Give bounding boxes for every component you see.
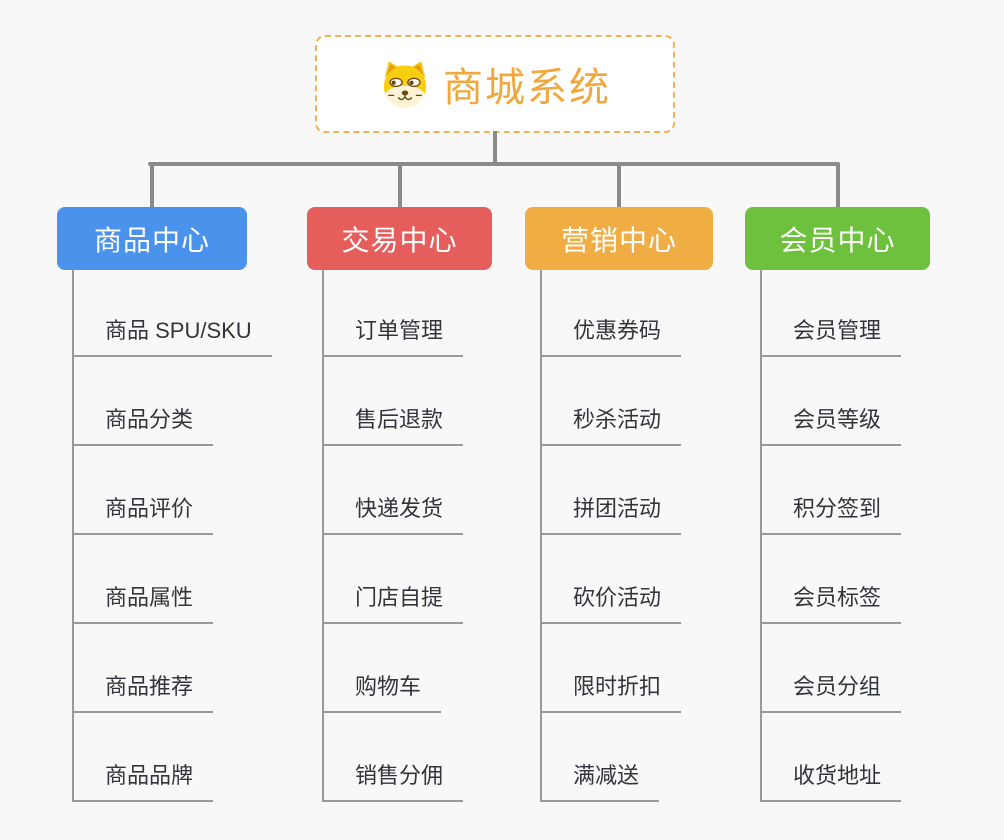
child-node[interactable]: 积分签到 [760,494,902,535]
branch-children: 会员管理会员等级积分签到会员标签会员分组收货地址 [760,270,930,802]
child-node[interactable]: 商品 SPU/SKU [72,316,272,357]
branch-3: 会员中心会员管理会员等级积分签到会员标签会员分组收货地址 [745,207,930,802]
child-node[interactable]: 商品分类 [72,405,214,446]
branch-children: 优惠券码秒杀活动拼团活动砍价活动限时折扣满减送 [540,270,713,802]
branch-node[interactable]: 交易中心 [307,207,492,270]
child-node[interactable]: 商品评价 [72,494,214,535]
branch-children: 商品 SPU/SKU 商品分类商品评价商品属性商品推荐商品品牌 [72,270,272,802]
connector-bus [148,162,838,166]
root-title: 商城系统 [443,66,611,110]
child-node[interactable]: 会员等级 [760,405,902,446]
connector-branch-drop [617,162,621,208]
branch-node[interactable]: 会员中心 [745,207,930,270]
child-node[interactable]: 会员分组 [760,672,902,713]
connector-branch-drop [150,162,154,208]
child-node[interactable]: 会员管理 [760,316,902,357]
branch-0: 商品中心商品 SPU/SKU 商品分类商品评价商品属性商品推荐商品品牌 [57,207,272,802]
child-node[interactable]: 砍价活动 [540,583,682,624]
child-node[interactable]: 销售分佣 [322,761,464,802]
shiba-dog-icon [383,61,427,108]
branch-2: 营销中心优惠券码秒杀活动拼团活动砍价活动限时折扣满减送 [525,207,713,802]
child-node[interactable]: 秒杀活动 [540,405,682,446]
child-node[interactable]: 限时折扣 [540,672,682,713]
child-node[interactable]: 商品品牌 [72,761,214,802]
child-node[interactable]: 门店自提 [322,583,464,624]
child-node[interactable]: 商品推荐 [72,672,214,713]
child-node[interactable]: 快递发货 [322,494,464,535]
child-node[interactable]: 售后退款 [322,405,464,446]
branch-node[interactable]: 营销中心 [525,207,713,270]
child-node[interactable]: 拼团活动 [540,494,682,535]
child-node[interactable]: 购物车 [322,672,442,713]
child-node[interactable]: 优惠券码 [540,316,682,357]
child-node[interactable]: 满减送 [540,761,660,802]
connector-branch-drop [835,162,840,208]
root-node[interactable]: 商城系统 [315,35,675,133]
branch-node[interactable]: 商品中心 [57,207,247,270]
connector-root-stem [493,131,497,164]
child-node[interactable]: 商品属性 [72,583,214,624]
branch-1: 交易中心订单管理售后退款快递发货门店自提购物车销售分佣 [307,207,492,802]
connector-branch-drop [397,162,402,208]
branch-children: 订单管理售后退款快递发货门店自提购物车销售分佣 [322,270,492,802]
child-node[interactable]: 收货地址 [760,761,902,802]
child-node[interactable]: 订单管理 [322,316,464,357]
child-node[interactable]: 会员标签 [760,583,902,624]
